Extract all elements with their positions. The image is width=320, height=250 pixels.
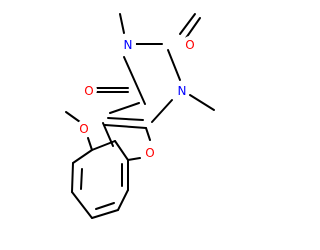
atom-label-layer: N N O O O O (76, 36, 198, 160)
molecule-diagram: N N O O O O (65, 13, 215, 219)
bond-c4-n3 (123, 56, 146, 105)
bond-c5-c6 (72, 149, 93, 164)
atom-label-o4: O (84, 84, 93, 98)
atom-om: O (76, 120, 92, 136)
bond-c5-om (87, 137, 93, 151)
atom-label-o2: O (185, 38, 194, 52)
atom-n3: N (120, 36, 136, 52)
atom-label-n3: N (124, 38, 133, 52)
bond-c4b-c5 (91, 140, 116, 151)
bond-c9-c10 (117, 189, 129, 211)
bond-of-c9a (127, 157, 141, 161)
bond-c8a-c4a (104, 124, 147, 129)
atom-n1: N (174, 82, 190, 98)
bond-layer (65, 13, 215, 219)
bond-c6-c7-double (80, 168, 83, 190)
bond-c8a-of (145, 127, 151, 141)
bond-c2-o2-double (185, 17, 201, 39)
bond-c7-c8 (71, 191, 93, 219)
bond-c9a-c4b (114, 140, 129, 161)
bond-n1-methyl (189, 94, 215, 111)
atom-label-om: O (79, 122, 88, 136)
bond-c6-c7 (71, 162, 74, 193)
bond-c4a-c4 (109, 102, 140, 114)
atom-o4: O (81, 82, 97, 98)
bond-c8-c9-double (95, 202, 115, 210)
bond-c8-c9 (91, 209, 119, 219)
atom-of: O (142, 144, 158, 160)
bond-c8a-c4a-double (107, 117, 144, 121)
bond-om-methyl (65, 111, 81, 123)
bond-n3-methyl (119, 13, 125, 34)
bond-n1-c8a (151, 99, 173, 123)
atom-label-n1: N (178, 84, 187, 98)
atom-o2: O (182, 36, 198, 52)
bond-c2-n1 (167, 49, 181, 81)
atom-label-of: O (145, 146, 154, 160)
bond-c2-o2 (179, 13, 196, 35)
